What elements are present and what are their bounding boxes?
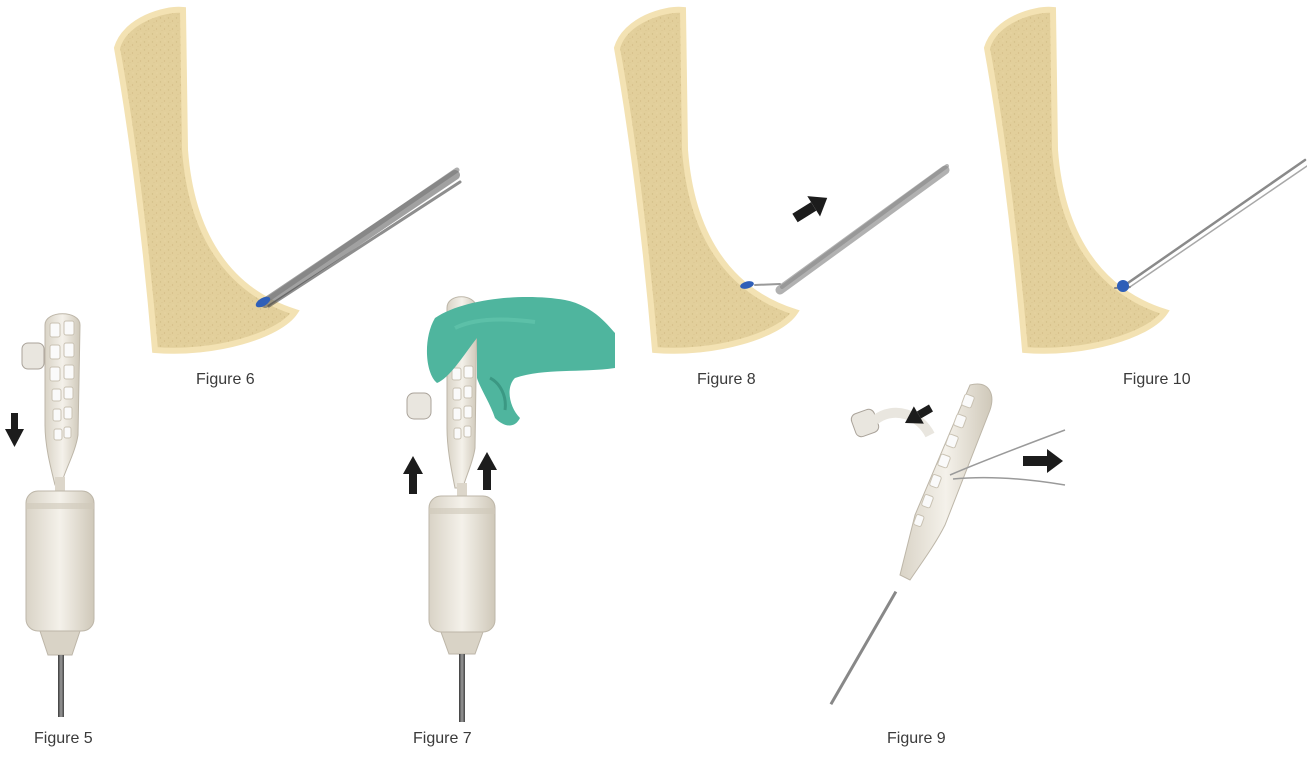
up-arrow-icon: [403, 456, 423, 494]
bone-section: [987, 10, 1165, 351]
figure-10-caption: Figure 10: [1123, 371, 1191, 389]
inserter-handle: [830, 384, 992, 705]
figure-5-caption: Figure 5: [34, 730, 93, 748]
up-arrow-icon: [477, 452, 497, 490]
handle-grip: [429, 496, 495, 632]
release-knob: [850, 408, 881, 439]
withdraw-arrow-icon: [789, 188, 834, 228]
inserter-handle: [22, 314, 94, 717]
figure-8-caption: Figure 8: [697, 371, 756, 389]
suture-arrow-icon: [1023, 449, 1063, 473]
handle-grip: [26, 491, 94, 631]
figure-7-illustration: [395, 278, 615, 723]
shaft: [459, 654, 465, 722]
figure-5-illustration: [0, 305, 140, 725]
release-knob: [22, 343, 44, 369]
down-arrow-icon: [5, 413, 24, 447]
figure-7-caption: Figure 7: [413, 730, 472, 748]
figure-9-caption: Figure 9: [887, 730, 946, 748]
release-knob: [407, 393, 431, 419]
suture-strands: [1115, 160, 1307, 289]
figure-8-illustration: [595, 0, 965, 360]
inserter-shaft: [755, 166, 947, 290]
shaft: [58, 655, 64, 717]
figure-6-caption: Figure 6: [196, 371, 255, 389]
figure-9-illustration: [795, 375, 1075, 715]
figure-10-illustration: [965, 0, 1307, 360]
bone-section: [617, 10, 795, 351]
anchor-icon: [1117, 280, 1129, 292]
shaft: [830, 591, 898, 705]
